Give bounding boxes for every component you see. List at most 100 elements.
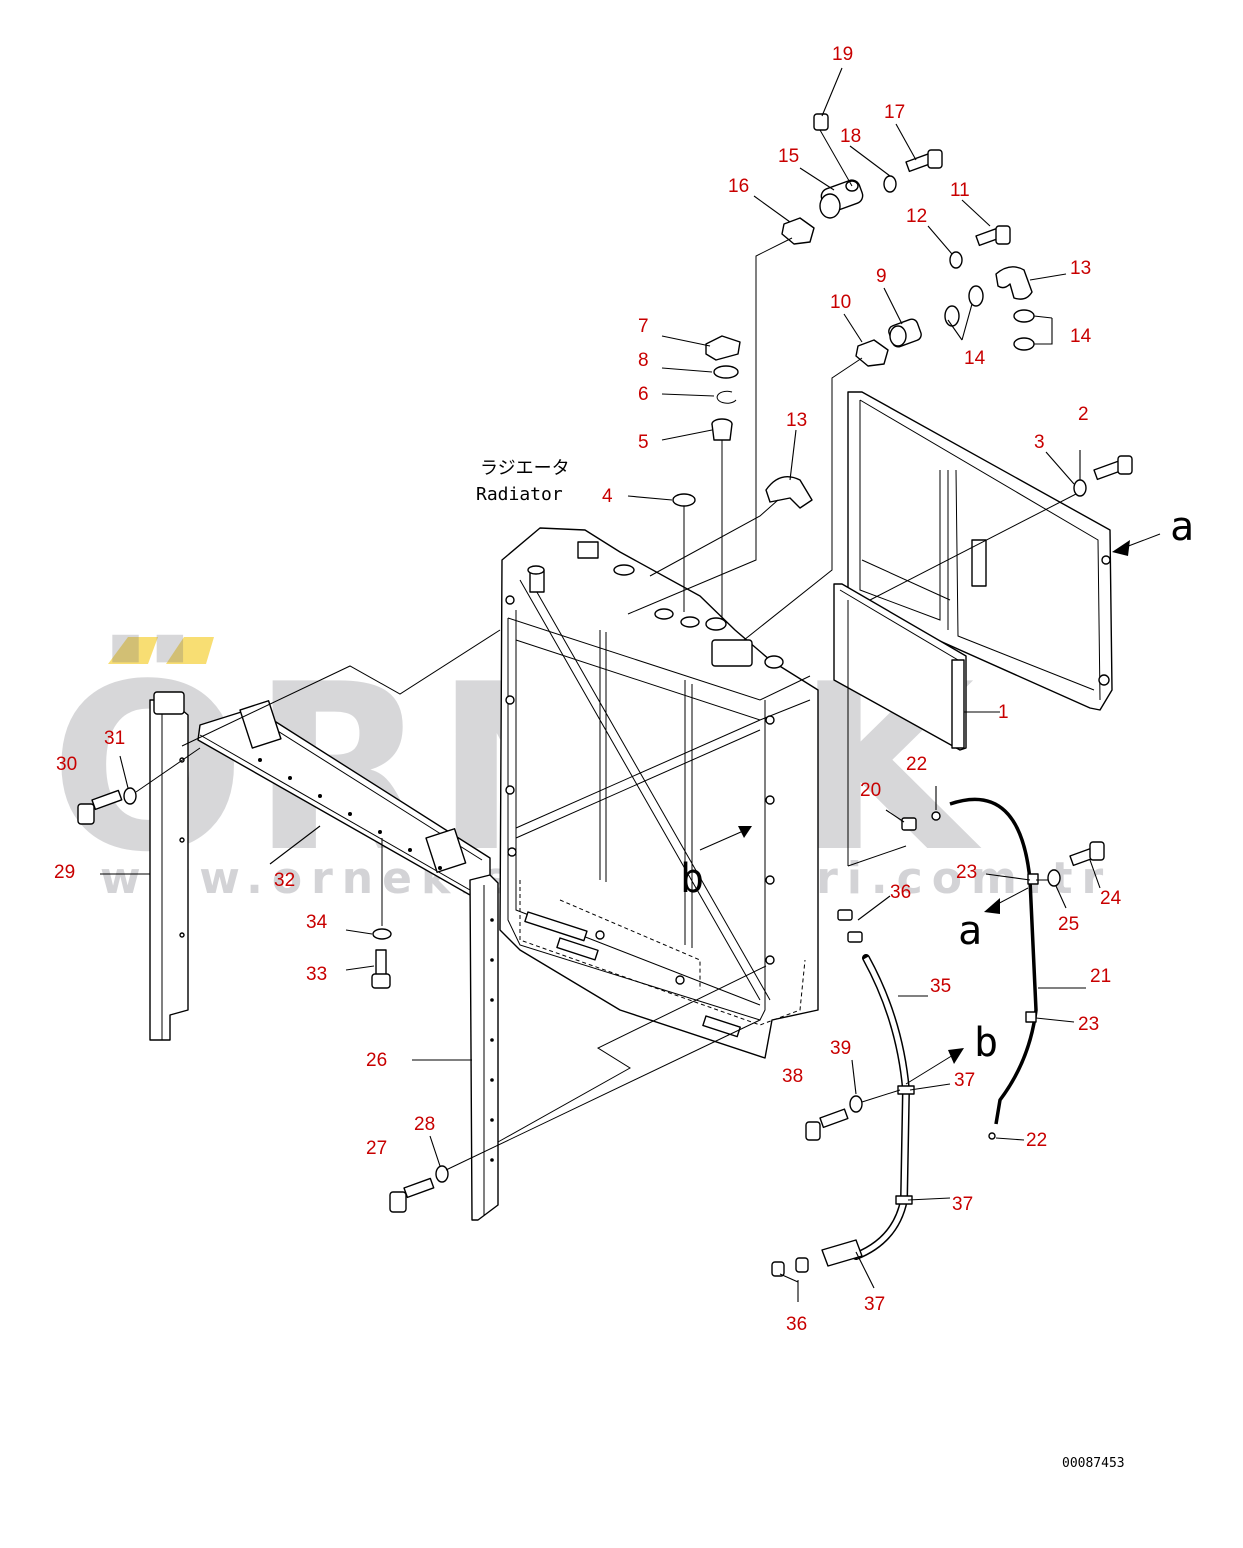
callout-12: 12: [906, 206, 927, 227]
part-20-clip: [901, 817, 917, 831]
view-arrows: a a b: [905, 504, 1194, 1085]
callout-36-top: 36: [890, 882, 911, 903]
part-38-bolt: [805, 1108, 849, 1141]
view-letter-b-hose: b: [974, 1020, 998, 1066]
part-28-washer: [435, 1165, 449, 1183]
view-letter-a-top: a: [1170, 504, 1194, 550]
part-15-housing: [819, 179, 864, 219]
part-39-washer: [849, 1095, 863, 1113]
part-29-side-plate: [149, 691, 189, 1041]
part-27-bolt: [389, 1177, 435, 1213]
callout-4: 4: [602, 486, 613, 507]
part-22-fitting-top: [931, 811, 941, 821]
drawing-number: 00087453: [1062, 1456, 1125, 1471]
callout-24: 24: [1100, 888, 1122, 909]
callout-25: 25: [1058, 914, 1079, 935]
part-37-hose-end: [821, 1239, 863, 1267]
callout-37-c: 37: [864, 1294, 885, 1315]
callout-27: 27: [366, 1138, 387, 1159]
callout-18: 18: [840, 126, 861, 147]
part-34-washer: [372, 928, 392, 940]
leader-lines: [100, 67, 1101, 1302]
callout-38: 38: [782, 1066, 803, 1087]
callout-17: 17: [884, 102, 905, 123]
callout-37-b: 37: [952, 1194, 973, 1215]
callout-10: 10: [830, 292, 851, 313]
part-8-gasket: [713, 365, 739, 379]
part-13-lower-elbow: [765, 476, 813, 509]
part-12-washer: [949, 251, 963, 269]
callout-21: 21: [1090, 966, 1111, 987]
part-32-top-bracket: [197, 700, 491, 896]
callout-3: 3: [1034, 432, 1045, 453]
callout-30: 30: [56, 754, 77, 775]
callout-13-top: 13: [1070, 258, 1091, 279]
part-37-clamp-upper: [897, 1085, 915, 1095]
callout-23-top: 23: [956, 862, 977, 883]
part-26-side-plate: [469, 874, 499, 1221]
callout-8: 8: [638, 350, 649, 371]
part-7-cap: [705, 335, 741, 361]
view-letter-b-radiator: b: [680, 856, 704, 902]
callout-16: 16: [728, 176, 749, 197]
part-14-clamp-c: [1013, 309, 1035, 323]
callout-37-a: 37: [954, 1070, 975, 1091]
part-16-gasket: [781, 217, 815, 245]
callout-1: 1: [998, 702, 1009, 723]
part-13-elbow: [995, 266, 1033, 300]
part-31-washer: [123, 787, 137, 805]
callout-11: 11: [950, 180, 970, 201]
part-33-bolt: [371, 949, 391, 989]
callout-7: 7: [638, 316, 649, 337]
part-4-plate: [672, 493, 696, 507]
callout-2: 2: [1078, 404, 1089, 425]
part-24-bolt: [1069, 841, 1105, 867]
part-10-gasket: [855, 339, 889, 367]
part-14-clamp-a: [944, 305, 960, 327]
callout-31: 31: [104, 728, 125, 749]
part-36-fitting-d: [795, 1257, 809, 1273]
bracket-holes: [258, 758, 442, 870]
callout-23-bottom: 23: [1078, 1014, 1099, 1035]
callout-36-bottom: 36: [786, 1314, 807, 1335]
callout-19: 19: [832, 44, 853, 65]
assembly-lines: [135, 129, 1077, 1171]
part-22-fitting-bottom: [988, 1132, 996, 1140]
callout-14-right: 14: [1070, 326, 1092, 347]
radiator-core: b: [499, 527, 819, 1059]
callout-34: 34: [306, 912, 328, 933]
plate-26-holes: [490, 918, 494, 1162]
part-36-fitting-a: [837, 909, 853, 921]
callout-26: 26: [366, 1050, 387, 1071]
callout-9: 9: [876, 266, 887, 287]
callout-28: 28: [414, 1114, 435, 1135]
callout-32: 32: [274, 870, 295, 891]
callout-39: 39: [830, 1038, 851, 1059]
part-30-bolt: [77, 789, 123, 825]
callout-13-mid: 13: [786, 410, 807, 431]
part-1-panel: [833, 583, 967, 751]
part-3-washer: [1073, 479, 1087, 497]
part-25-washer: [1047, 869, 1061, 887]
part-2-bolt: [1093, 455, 1133, 481]
watermark-umlaut-dot-right: [166, 637, 214, 664]
part-14-clamp-d: [1013, 337, 1035, 351]
part-36-fitting-c: [771, 1261, 785, 1277]
callouts: 19 17 18 15 16 11 12 13 9 10 14 14 7 8 6…: [54, 44, 1122, 1335]
callout-15: 15: [778, 146, 799, 167]
callout-6: 6: [638, 384, 649, 405]
part-6-ring: [716, 390, 737, 404]
part-11-bolt: [975, 225, 1011, 247]
callout-5: 5: [638, 432, 649, 453]
part-5-filler-neck: [711, 418, 733, 441]
part-19-nut: [813, 113, 829, 131]
part-9-flange: [888, 318, 922, 348]
callout-22-bottom: 22: [1026, 1130, 1047, 1151]
side-bolts: [505, 595, 775, 985]
view-letter-a-bottom: a: [958, 908, 982, 954]
radiator-label-en: Radiator: [476, 484, 563, 505]
callout-22-top: 22: [906, 754, 927, 775]
part-18-washer: [883, 175, 897, 193]
callout-14-left: 14: [964, 348, 986, 369]
